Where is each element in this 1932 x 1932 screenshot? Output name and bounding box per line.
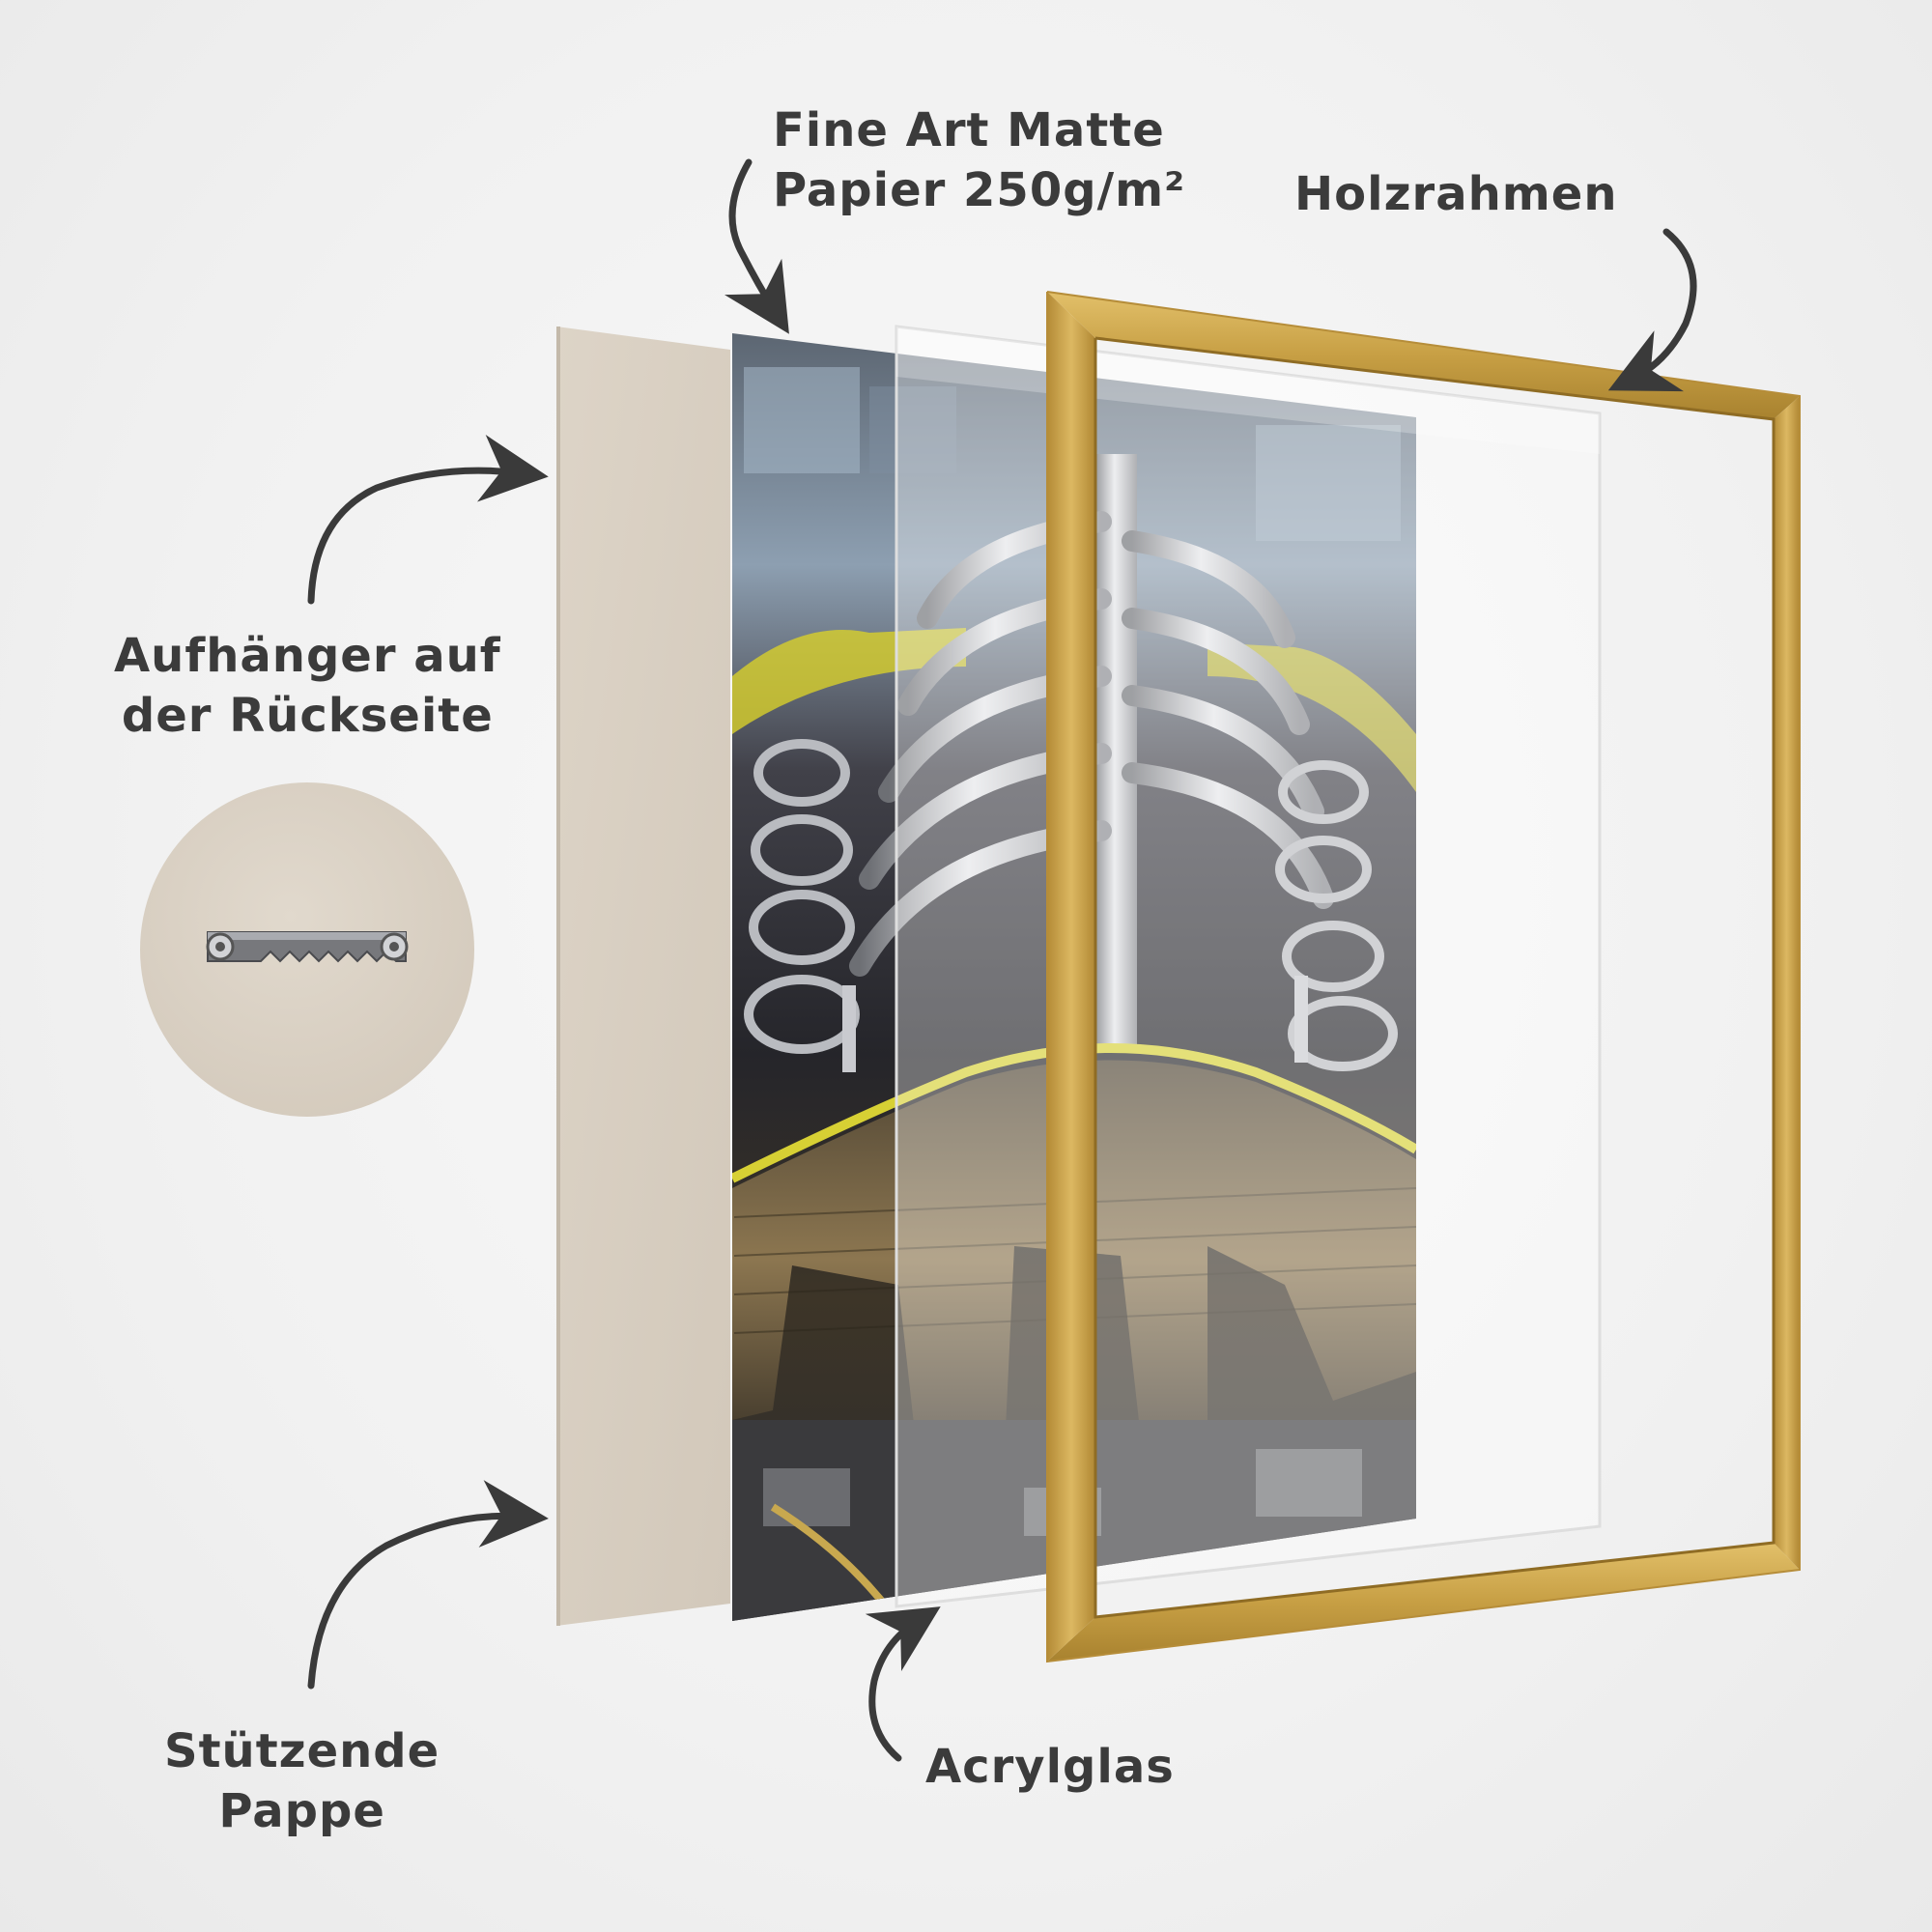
- acrylic-glass-sheet: [895, 325, 1602, 1608]
- label-hanger: Aufhänger auf der Rückseite: [114, 626, 501, 746]
- label-hanger-line2: der Rückseite: [121, 689, 494, 743]
- label-hanger-line1: Aufhänger auf: [114, 629, 501, 683]
- arrow-board: [307, 1480, 549, 1690]
- arrow-paper: [724, 158, 789, 334]
- label-fine-art-paper-line1: Fine Art Matte: [773, 103, 1165, 157]
- sawtooth-hanger-icon: [206, 931, 409, 963]
- cardboard-backing: [556, 327, 730, 1626]
- label-supporting-board: Stützende Pappe: [164, 1721, 440, 1841]
- curved-arrow-icon: [307, 158, 1697, 1762]
- label-fine-art-paper-line2: Papier 250g/m²: [773, 163, 1186, 217]
- arrow-hanger: [307, 435, 549, 605]
- arrow-acrylic: [865, 1606, 941, 1762]
- label-wooden-frame: Holzrahmen: [1294, 167, 1618, 221]
- label-acrylic-glass: Acrylglas: [925, 1740, 1175, 1794]
- hanger-detail-circle: [140, 782, 474, 1117]
- label-supporting-board-line1: Stützende: [164, 1724, 440, 1778]
- label-supporting-board-line2: Pappe: [218, 1784, 385, 1838]
- arrow-frame: [1607, 228, 1697, 392]
- label-fine-art-paper: Fine Art Matte Papier 250g/m²: [773, 100, 1185, 220]
